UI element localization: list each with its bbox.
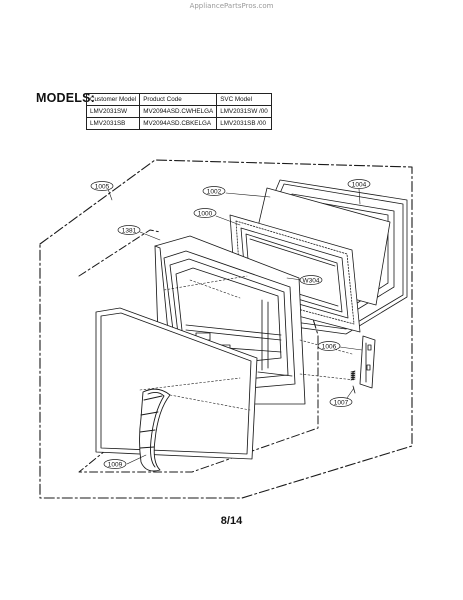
callout-1381: 1381: [122, 228, 137, 235]
models-header-row: Customer Model Product Code SVC Model: [85, 93, 272, 106]
callout-1007: 1007: [334, 400, 349, 407]
callout-1002: 1002: [207, 189, 222, 196]
callout-1000: 1000: [198, 211, 213, 218]
callout-labels: 1005 1002 1004 1000 1381 W304 1006 1007 …: [90, 179, 371, 469]
table-row: LMV2031SB MV2094ASD.CBKELGA LMV2031SB /0…: [85, 117, 272, 130]
watermark: AppliancePartsPros.com: [189, 2, 274, 10]
callout-1004: 1004: [352, 182, 367, 189]
models-label: MODELS:: [36, 91, 96, 105]
cell-customer-model: LMV2031SB: [85, 117, 141, 130]
alignment-guides: [139, 275, 356, 411]
callout-1005: 1005: [95, 184, 110, 191]
header-customer-model: Customer Model: [85, 93, 141, 106]
cell-product-code: MV2094ASD.CBKELGA: [139, 117, 218, 130]
latch-1006: [359, 335, 376, 389]
callout-1009: 1009: [108, 462, 123, 469]
callout-1006: 1006: [322, 344, 337, 351]
cell-svc-model: LMV2031SB /00: [216, 117, 272, 130]
page-number: 8/14: [220, 515, 243, 527]
leader-lines: [107, 188, 363, 465]
door-handle-1009: [139, 388, 171, 472]
front-glass-panel: [95, 307, 258, 460]
spring-1007: [350, 370, 356, 394]
callout-w304: W304: [303, 278, 320, 285]
models-table: Customer Model Product Code SVC Model LM…: [85, 93, 272, 130]
assembly-1005-boundary: [39, 159, 413, 499]
